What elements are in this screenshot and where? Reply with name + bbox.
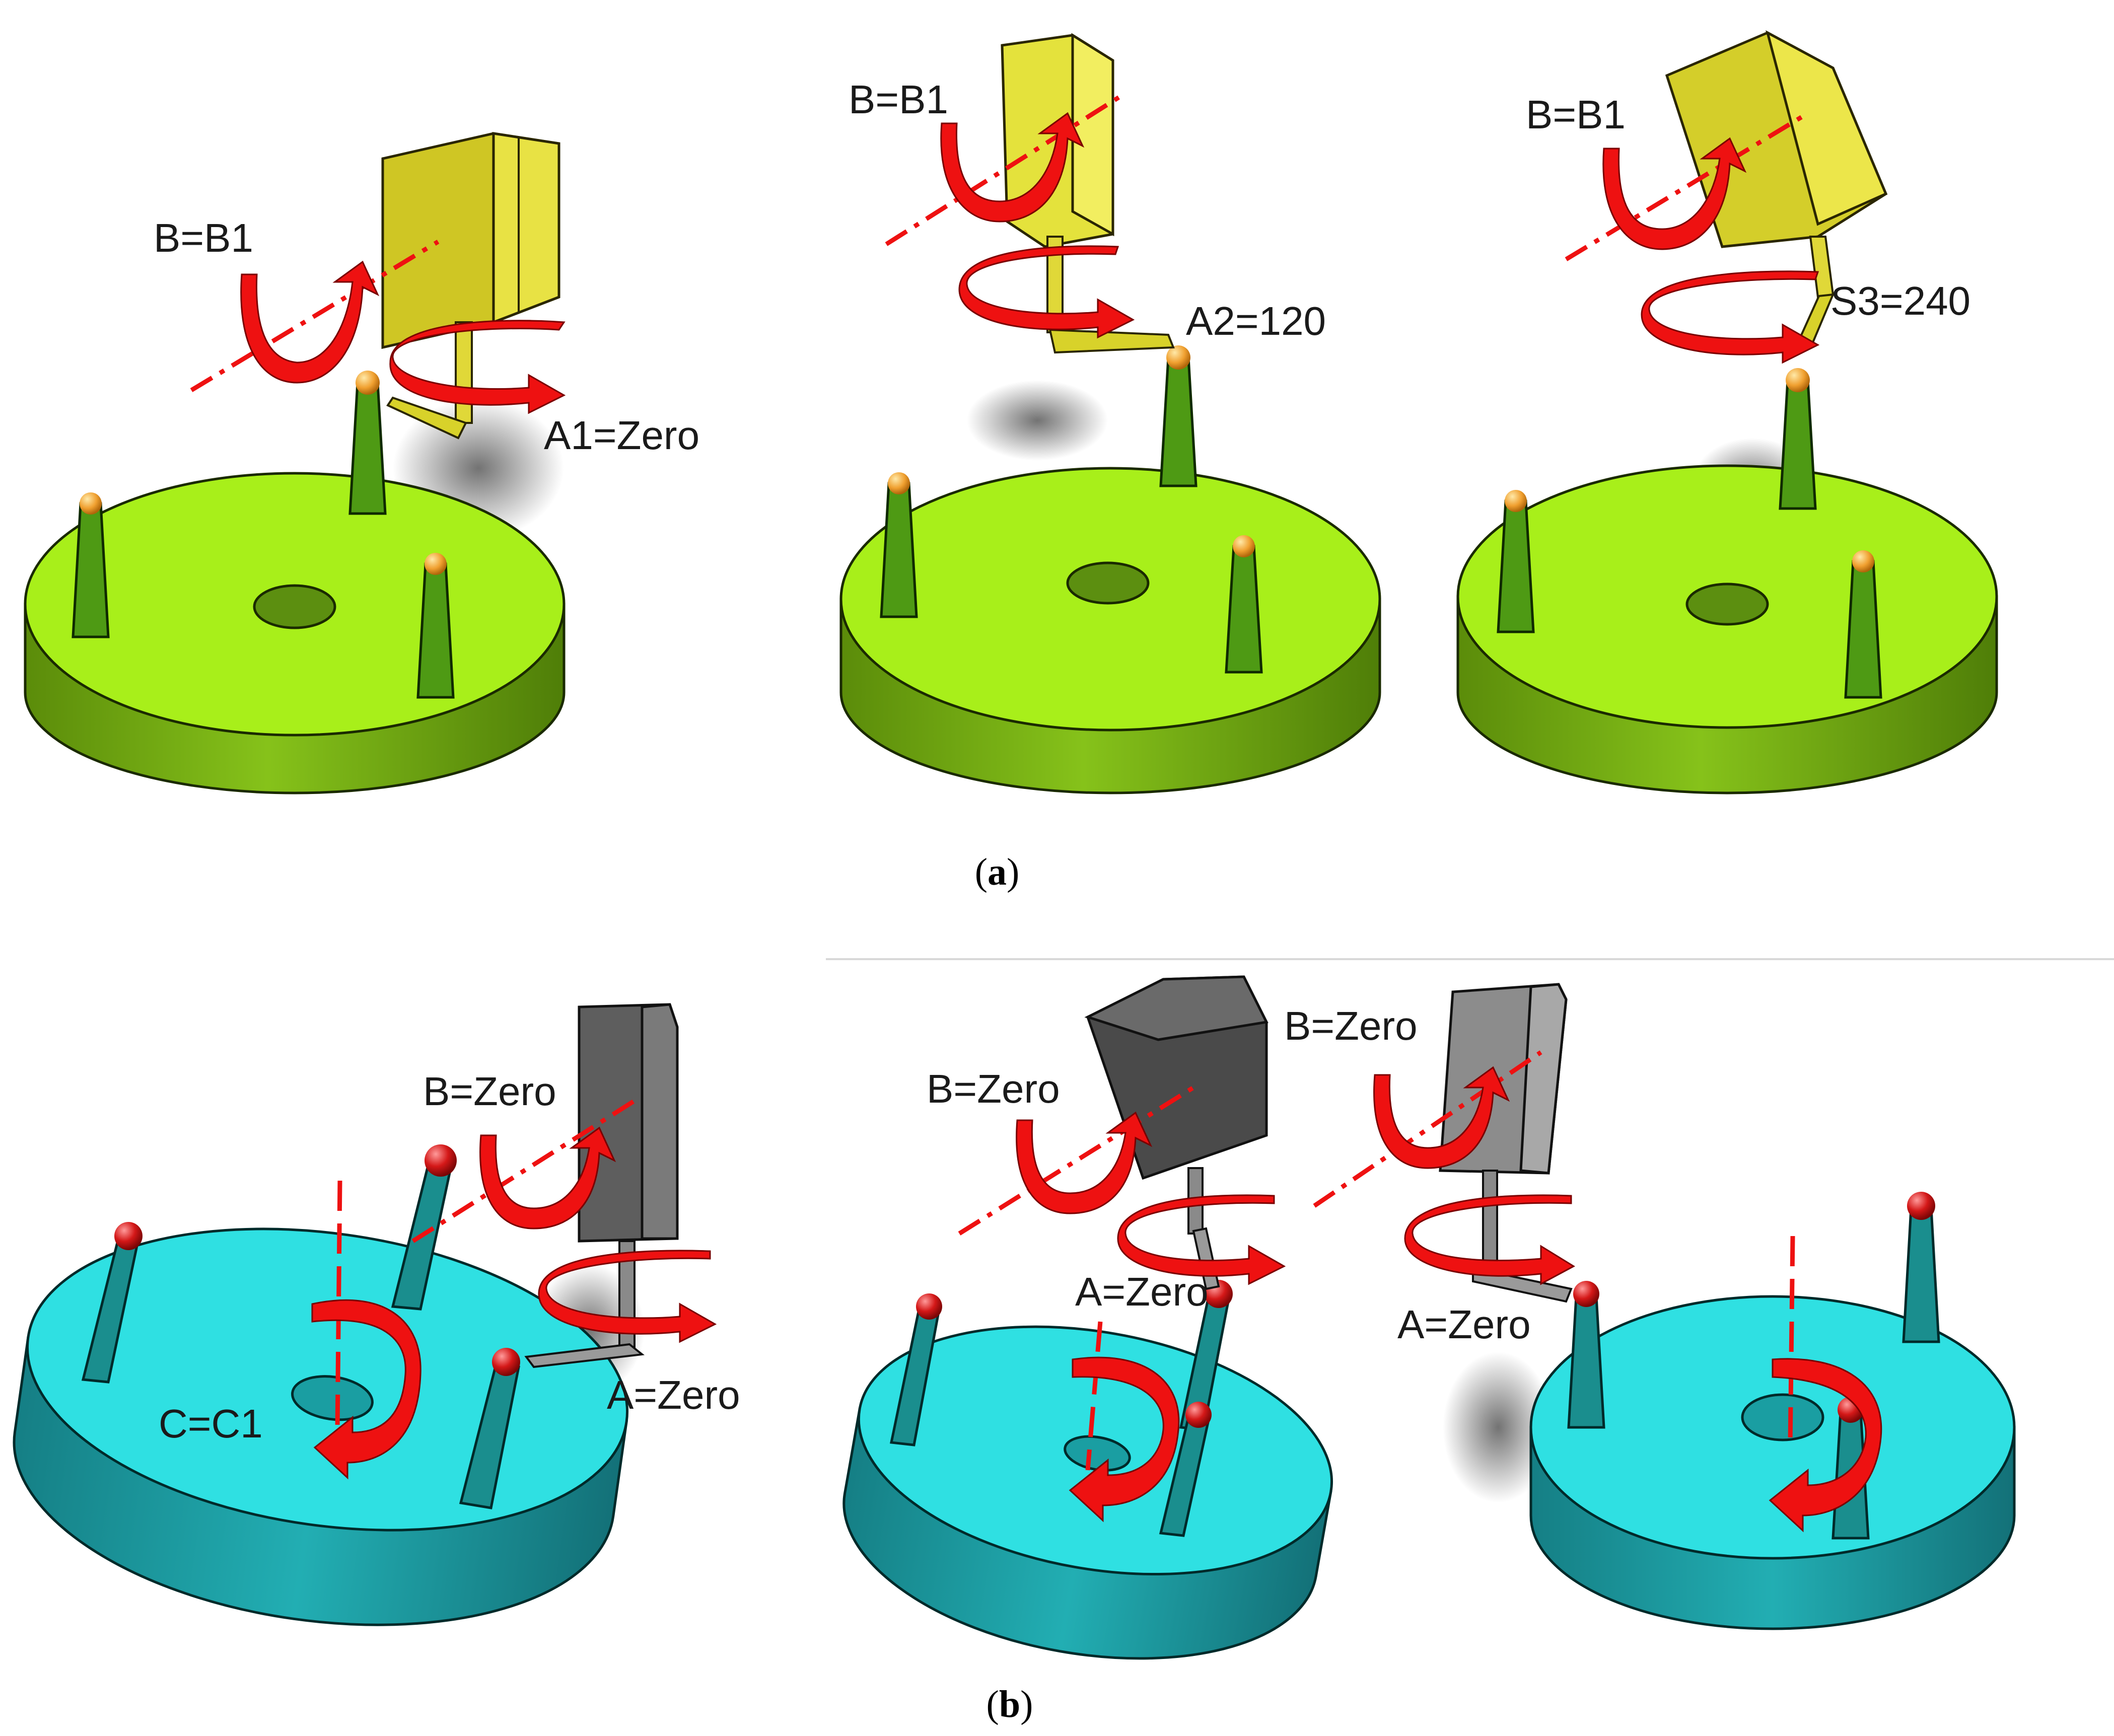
- c-axis-line: [1788, 1236, 1795, 1445]
- label-b-angle: B=Zero: [1284, 1003, 1418, 1048]
- label-a-angle: S3=240: [1830, 278, 1970, 323]
- center-hole: [1066, 561, 1150, 605]
- a-rotation-arrow: [1117, 1194, 1286, 1285]
- a-rotation-arrow: [958, 245, 1135, 339]
- center-hole: [253, 584, 336, 629]
- b-rotation-arrow: [1016, 1111, 1153, 1214]
- b-rotation-arrow: [940, 112, 1085, 223]
- center-hole: [291, 1375, 374, 1421]
- c-rotation-arrow: [1769, 1358, 1882, 1533]
- reference-pin: [1902, 1192, 1940, 1343]
- b-axis-line: [411, 1096, 641, 1243]
- a-rotation-arrow: [1641, 270, 1820, 364]
- c-rotation-arrow: [1069, 1356, 1180, 1523]
- label-a-angle: A=Zero: [1397, 1302, 1531, 1347]
- label-a-angle: A1=Zero: [544, 413, 699, 458]
- c-axis-line: [1085, 1321, 1103, 1471]
- scene-b1: B=Zero A=Zero C=C1: [13, 1003, 740, 1626]
- probe-head: [524, 1003, 679, 1368]
- scene-a1: B=B1 A1=Zero: [24, 132, 699, 794]
- probe-head: [1084, 975, 1269, 1290]
- reference-pin: [416, 553, 455, 699]
- caption-a: (a): [975, 851, 1020, 893]
- shadow: [1443, 1352, 1554, 1503]
- reference-pin: [348, 371, 387, 515]
- reference-pin: [880, 472, 918, 618]
- a-rotation-arrow: [538, 1250, 717, 1343]
- scene-b3: B=Zero A=Zero: [1284, 983, 2016, 1630]
- label-a-angle: A=Zero: [607, 1372, 740, 1417]
- turntable-disc: [839, 467, 1381, 794]
- shadow: [967, 380, 1108, 461]
- reference-pin: [72, 492, 110, 638]
- center-hole: [1685, 583, 1769, 626]
- label-b-angle: B=B1: [1526, 92, 1626, 137]
- label-b-angle: B=B1: [154, 215, 253, 260]
- a-rotation-arrow: [389, 320, 566, 414]
- reference-pin: [1567, 1281, 1605, 1429]
- b-rotation-arrow: [1373, 1066, 1510, 1169]
- reference-pin: [1159, 345, 1197, 487]
- b-rotation-arrow: [1602, 137, 1747, 250]
- reference-pin: [1159, 1402, 1212, 1537]
- a-rotation-arrow: [1404, 1194, 1576, 1285]
- reference-pin: [889, 1293, 942, 1446]
- b-rotation-arrow: [240, 260, 380, 384]
- caption-b: (b): [986, 1683, 1033, 1725]
- b-rotation-arrow: [479, 1126, 616, 1229]
- center-hole: [1064, 1435, 1131, 1472]
- label-a-angle: A2=120: [1186, 299, 1326, 343]
- scene-a2: B=B1 A2=120: [839, 33, 1381, 794]
- turntable-disc: [842, 1325, 1333, 1660]
- reference-pin: [1225, 535, 1263, 674]
- scene-b2: B=Zero A=Zero: [842, 975, 1333, 1660]
- probe-head: [381, 132, 560, 440]
- reference-pin: [459, 1348, 520, 1509]
- label-a-angle: A=Zero: [1075, 1269, 1209, 1314]
- turntable-disc: [1456, 464, 1998, 794]
- b-axis-line: [190, 240, 440, 392]
- reference-pin: [1497, 490, 1535, 633]
- label-c-angle: C=C1: [159, 1401, 263, 1446]
- reference-pin: [81, 1222, 143, 1384]
- c-rotation-arrow: [311, 1299, 421, 1480]
- label-b-angle: B=Zero: [927, 1066, 1060, 1111]
- turntable-disc: [13, 1227, 629, 1626]
- center-hole: [1741, 1393, 1824, 1441]
- label-b-angle: B=Zero: [423, 1069, 556, 1114]
- turntable-disc: [1529, 1295, 2016, 1630]
- reference-pin: [1779, 368, 1817, 510]
- reference-pin: [1844, 550, 1882, 699]
- scene-a3: B=B1 S3=240: [1456, 30, 1998, 794]
- label-b-angle: B=B1: [849, 77, 948, 122]
